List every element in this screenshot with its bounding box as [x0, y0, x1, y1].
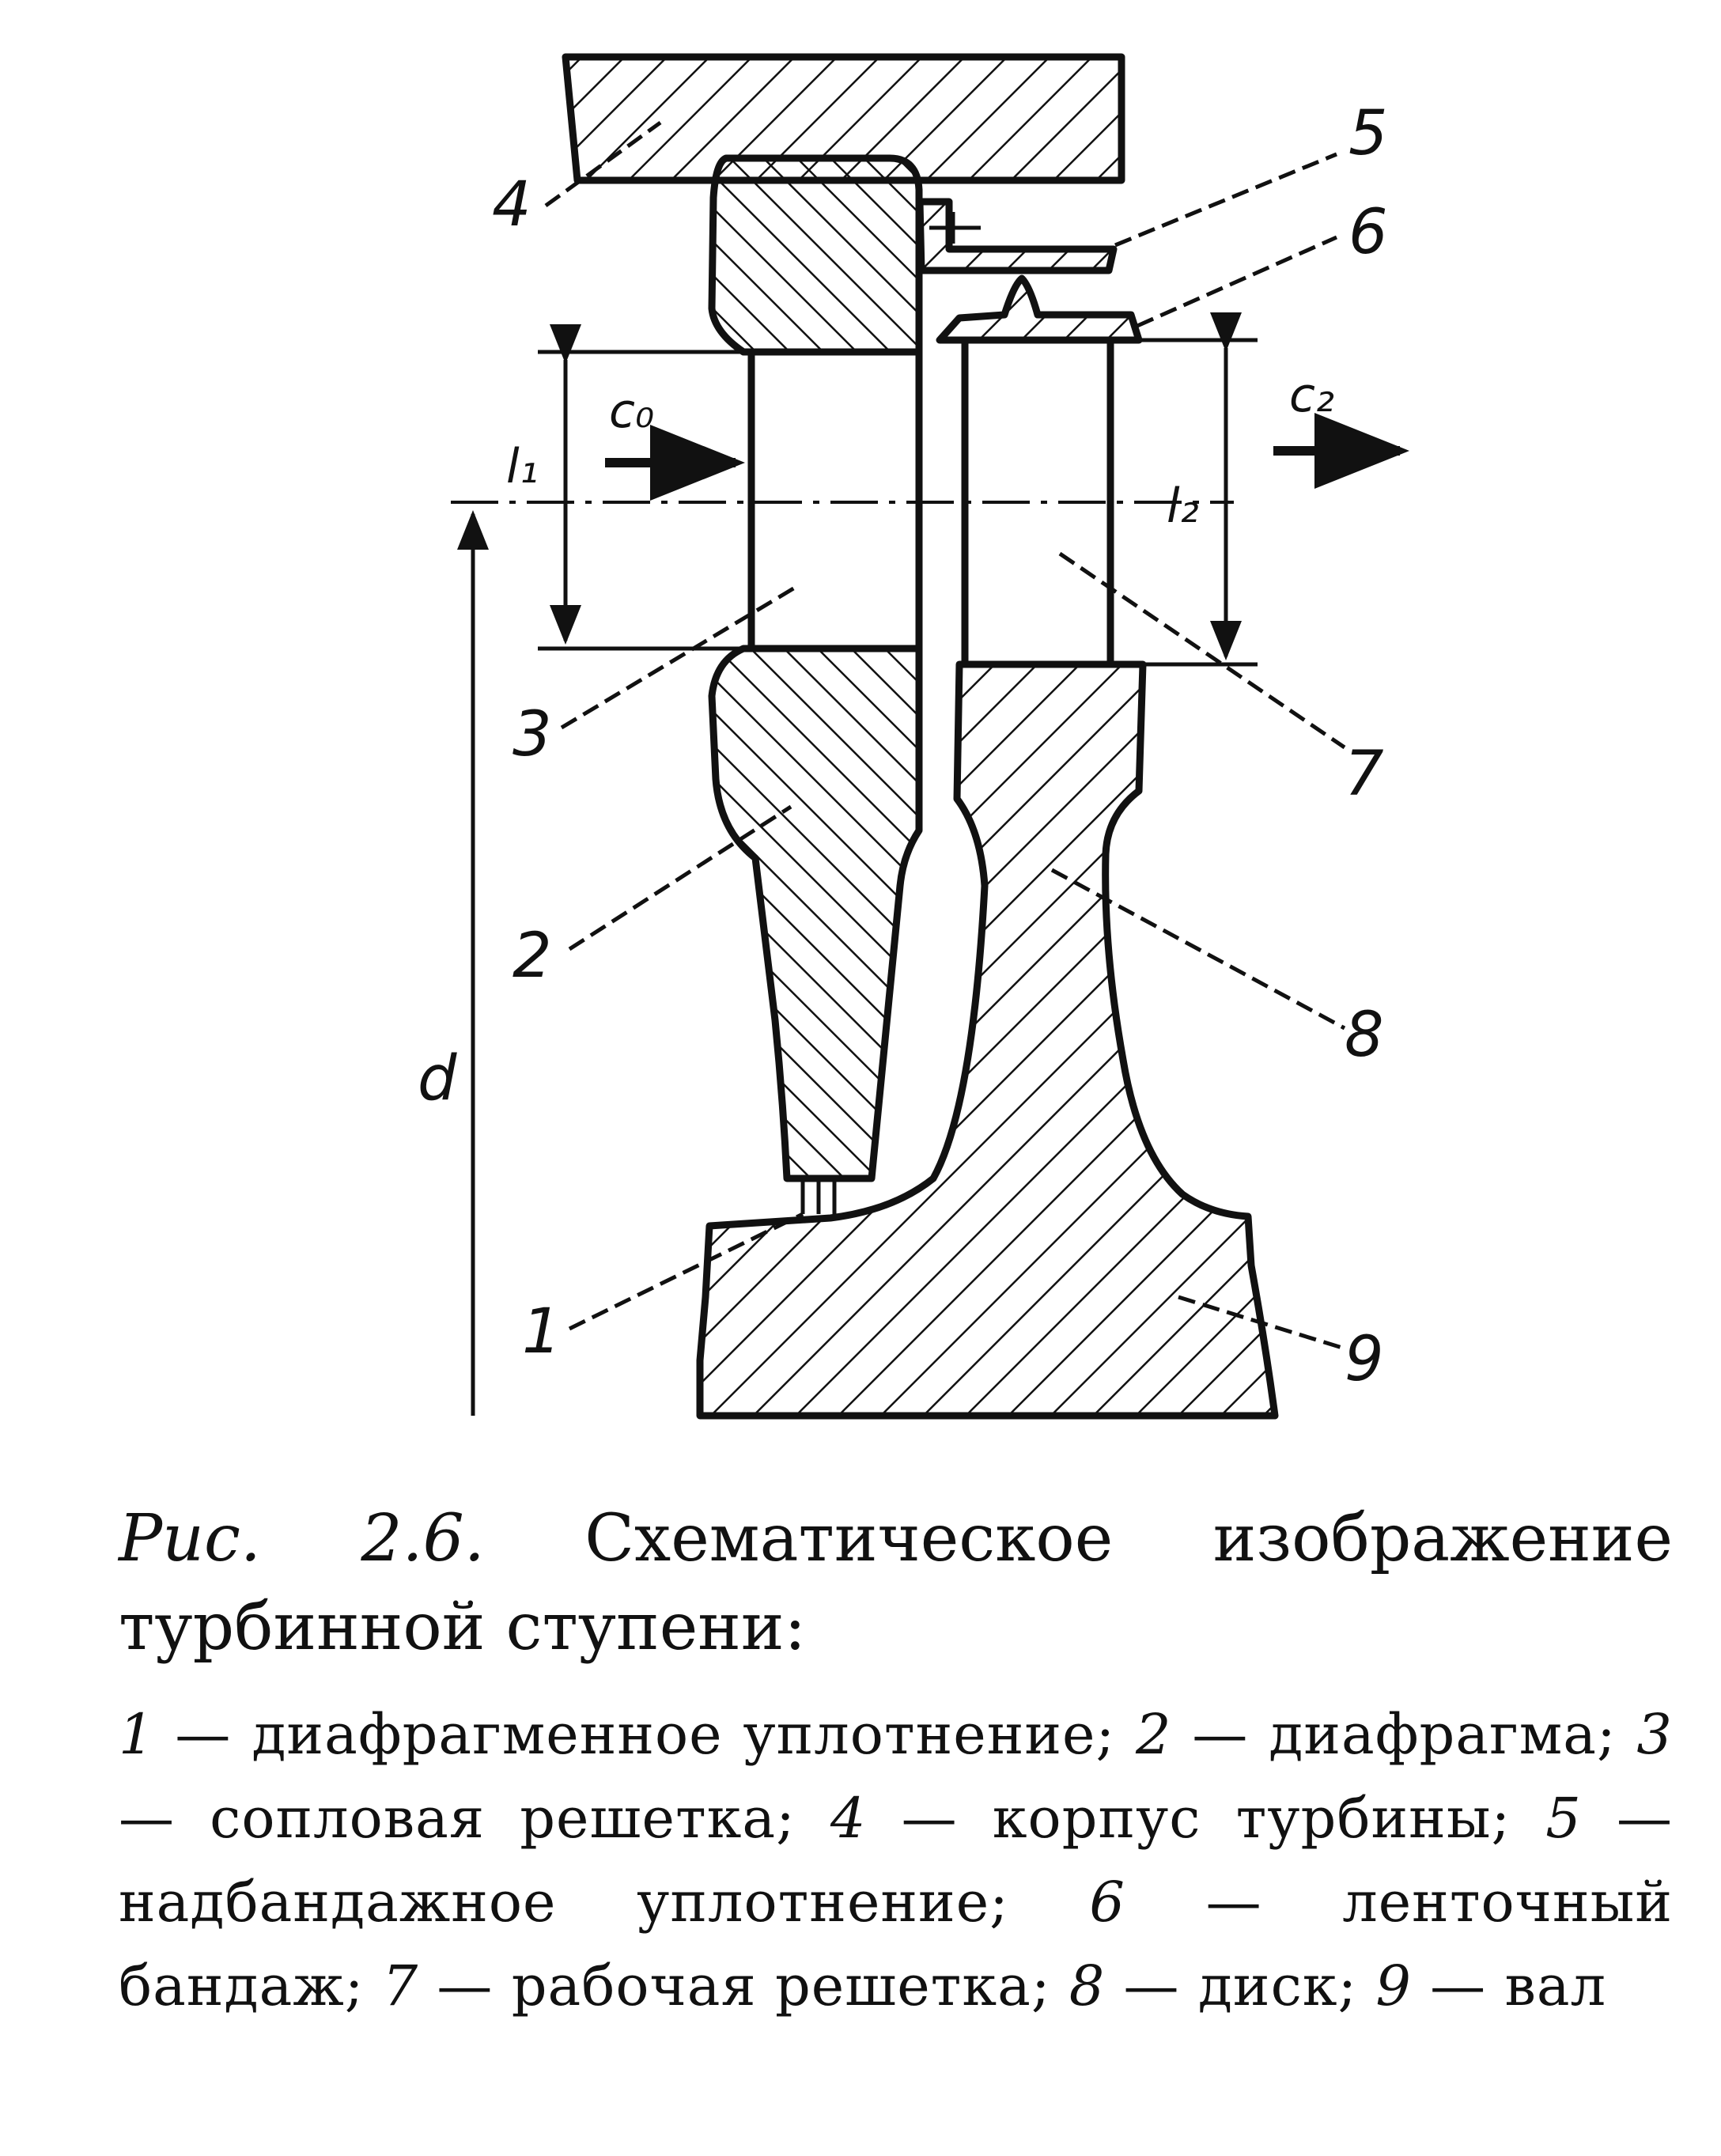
seal-fins	[929, 212, 981, 244]
label-6: 6	[1348, 197, 1388, 268]
legend-num: 5	[1545, 1786, 1582, 1851]
legend-text: корпус турбины;	[992, 1786, 1511, 1851]
label-c0: c₀	[609, 384, 654, 439]
legend-text: рабочая решетка;	[511, 1954, 1051, 2018]
label-8: 8	[1345, 1000, 1384, 1071]
legend-num: 1	[119, 1702, 155, 1767]
turbine-stage-diagram: 4 5 6 3 7 2 8 1 9 c₀ c₂ l₁ l₂ d	[418, 53, 1409, 1420]
label-5: 5	[1348, 98, 1388, 169]
diaphragm-seal	[800, 1178, 837, 1214]
legend-text: диафрагменное уплотнение;	[252, 1702, 1116, 1767]
legend-num: 8	[1069, 1954, 1106, 2018]
label-9: 9	[1345, 1324, 1384, 1395]
legend-text: ленточный бандаж;	[119, 1870, 1673, 2018]
band-shroud	[936, 274, 1143, 344]
legend-text: надбандажное уплотнение;	[119, 1870, 1009, 1935]
legend-num: 4	[830, 1786, 867, 1851]
legend-num: 3	[1636, 1702, 1673, 1767]
height-extension-lines	[538, 338, 1258, 667]
label-d: d	[418, 1043, 457, 1114]
label-l1: l₁	[506, 439, 539, 494]
legend-text: сопловая решетка;	[210, 1786, 796, 1851]
figure-legend: 1 — диафрагменное уплотнение; 2 — диафра…	[119, 1702, 1673, 2018]
figure-caption-title: Рис. 2.6. Схематическое изображение турб…	[119, 1495, 1673, 1672]
diaphragm-outer-ring	[708, 154, 923, 356]
figure-title: Схематическое изображение турбинной ступ…	[119, 1501, 1673, 1665]
label-4: 4	[492, 169, 531, 240]
label-3: 3	[513, 699, 552, 770]
legend-num: 9	[1375, 1954, 1412, 2018]
label-l2: l₂	[1167, 478, 1199, 534]
leader-lines	[544, 120, 1346, 1351]
nozzle-cascade	[747, 352, 923, 649]
label-7: 7	[1345, 739, 1384, 810]
legend-num: 2	[1135, 1702, 1172, 1767]
legend-text: диафрагма;	[1269, 1702, 1617, 1767]
legend-text: вал	[1504, 1954, 1607, 2018]
legend-num: 7	[382, 1954, 419, 2018]
label-1: 1	[522, 1296, 562, 1367]
legend-num: 6	[1089, 1870, 1125, 1935]
legend-text: диск;	[1197, 1954, 1358, 2018]
label-c2: c₂	[1289, 368, 1334, 423]
diaphragm	[708, 645, 923, 1182]
label-2: 2	[513, 921, 552, 992]
disc-and-shaft	[696, 660, 1279, 1420]
over-shroud-seal	[916, 198, 1118, 274]
figure-reference: Рис. 2.6.	[119, 1501, 485, 1576]
turbine-casing	[562, 53, 1125, 184]
